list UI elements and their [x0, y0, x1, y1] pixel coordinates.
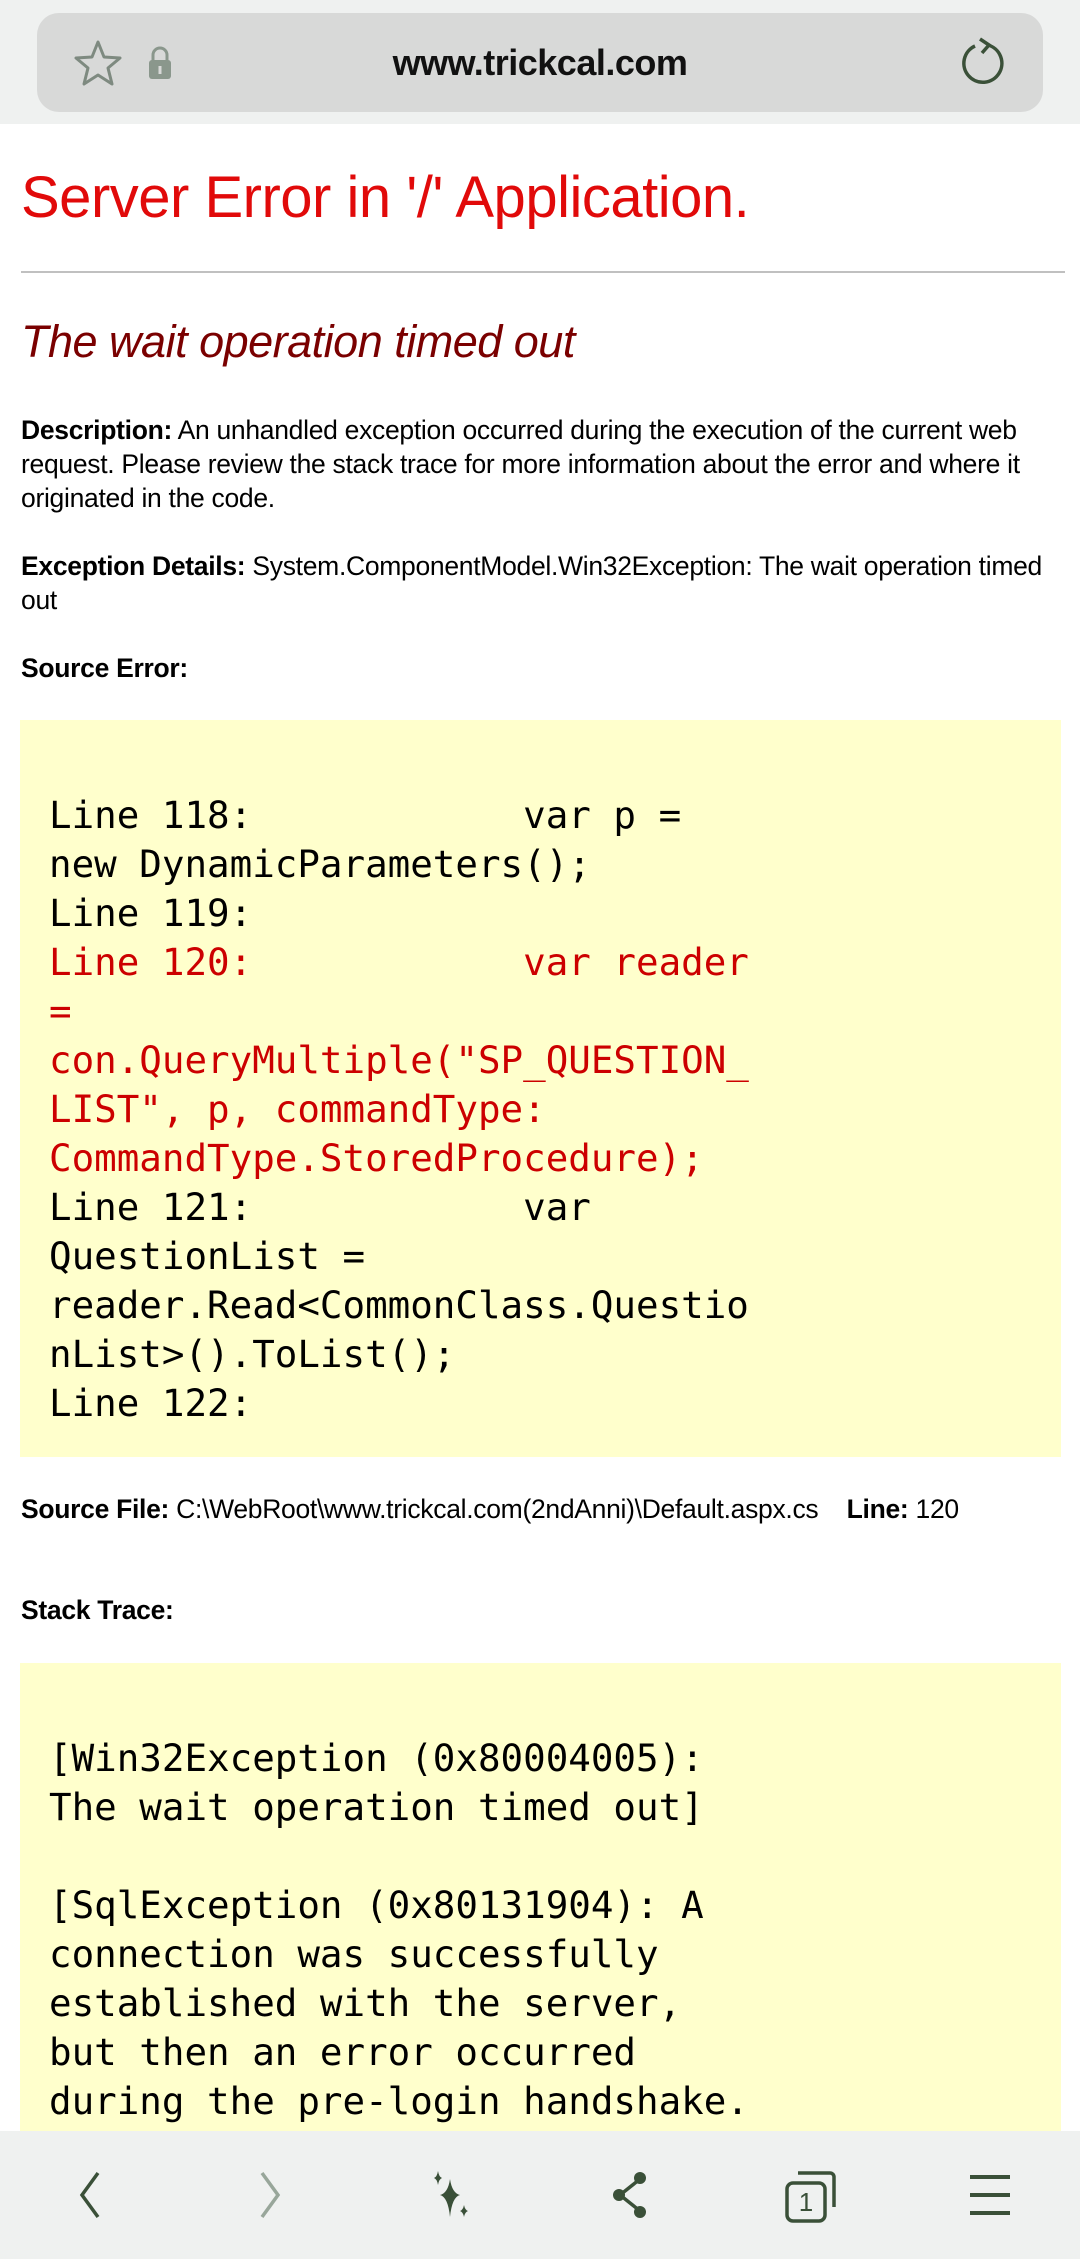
page-title: Server Error in '/' Application.	[21, 165, 750, 230]
back-icon[interactable]	[62, 2169, 114, 2221]
source-line: Line 119:	[49, 891, 253, 935]
error-page: Server Error in '/' Application. The wai…	[0, 124, 1080, 2131]
source-file: Source File: C:\WebRoot\www.trickcal.com…	[21, 1492, 1051, 1526]
browser-toolbar: www.trickcal.com	[0, 0, 1080, 124]
source-line-error: LIST", p, commandType:	[49, 1087, 546, 1131]
stack-trace-heading: Stack Trace:	[21, 1593, 1051, 1627]
source-line: reader.Read<CommonClass.Questio	[49, 1283, 749, 1327]
exception-text: System.ComponentModel.Win32Exception: Th…	[21, 551, 1042, 615]
source-error-heading: Source Error:	[21, 651, 1051, 685]
menu-icon[interactable]	[966, 2169, 1018, 2221]
description: Description: An unhandled exception occu…	[21, 413, 1051, 515]
tabs-icon[interactable]: 1	[784, 2169, 840, 2225]
star-icon[interactable]	[73, 38, 123, 88]
stack-trace: [Win32Exception (0x80004005): The wait op…	[49, 1734, 749, 2126]
line-number: 120	[915, 1494, 960, 1524]
stack-line: established with the server,	[49, 1981, 682, 2025]
source-line: Line 121: var	[49, 1185, 591, 1229]
url-text[interactable]: www.trickcal.com	[392, 42, 688, 83]
source-line-error: =	[49, 989, 72, 1033]
source-error-label: Source Error:	[21, 653, 188, 683]
exception-details: Exception Details: System.ComponentModel…	[21, 549, 1051, 617]
sparkle-icon[interactable]	[424, 2169, 476, 2221]
source-file-path: C:\WebRoot\www.trickcal.com(2ndAnni)\Def…	[169, 1494, 819, 1524]
source-code: Line 118: var p = new DynamicParameters()…	[49, 791, 749, 1428]
stack-line	[49, 1832, 749, 1881]
stack-line: The wait operation timed out]	[49, 1785, 704, 1829]
source-line: Line 122:	[49, 1381, 253, 1425]
source-line: Line 118: var p =	[49, 793, 682, 837]
lock-icon	[149, 46, 171, 79]
stack-trace-label: Stack Trace:	[21, 1595, 174, 1625]
source-line: nList>().ToList();	[49, 1332, 456, 1376]
stack-line: connection was successfully	[49, 1932, 659, 1976]
reload-icon[interactable]	[955, 35, 1009, 91]
forward-icon[interactable]	[244, 2169, 296, 2221]
source-line-error: Line 120: var reader	[49, 940, 749, 984]
exception-label: Exception Details:	[21, 551, 246, 581]
share-icon[interactable]	[606, 2169, 658, 2221]
source-line: new DynamicParameters();	[49, 842, 591, 886]
stack-line: during the pre-login handshake.	[49, 2079, 749, 2123]
error-subtitle: The wait operation timed out	[21, 316, 575, 367]
source-line-error: CommandType.StoredProcedure);	[49, 1136, 704, 1180]
source-code-box: Line 118: var p = new DynamicParameters()…	[20, 720, 1061, 1457]
description-label: Description:	[21, 415, 173, 445]
source-line: QuestionList =	[49, 1234, 366, 1278]
stack-line: [SqlException (0x80131904): A	[49, 1883, 704, 1927]
stack-trace-box: [Win32Exception (0x80004005): The wait op…	[20, 1663, 1061, 2131]
tab-count: 1	[798, 2187, 814, 2217]
line-label: Line:	[846, 1494, 909, 1524]
description-text: An unhandled exception occurred during t…	[21, 415, 1020, 513]
address-bar[interactable]: www.trickcal.com	[37, 13, 1043, 112]
divider	[21, 271, 1065, 273]
browser-bottom-bar: 1	[0, 2131, 1080, 2259]
stack-line: [Win32Exception (0x80004005):	[49, 1736, 704, 1780]
source-line-error: con.QueryMultiple("SP_QUESTION_	[49, 1038, 749, 1082]
stack-line: but then an error occurred	[49, 2030, 636, 2074]
source-file-label: Source File:	[21, 1494, 170, 1524]
